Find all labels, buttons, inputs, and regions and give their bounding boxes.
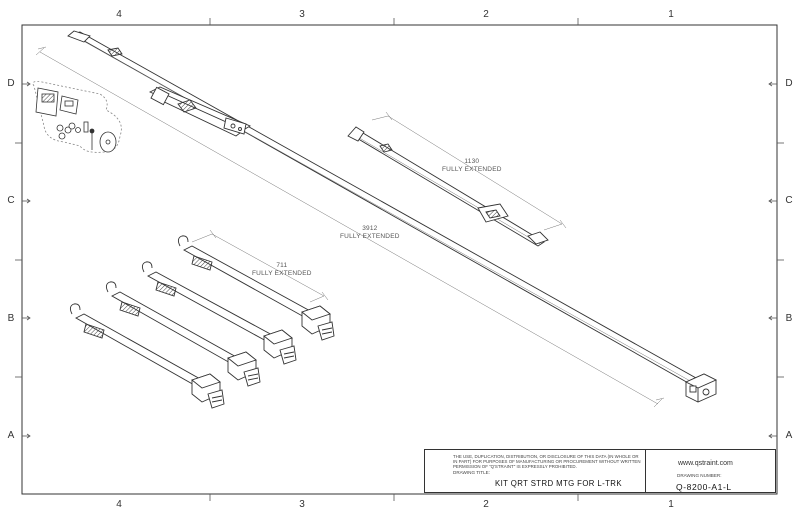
main-strap-dimension — [35, 46, 665, 408]
sheet-border — [21, 24, 778, 495]
zone-row-left-c: C — [7, 195, 15, 206]
zone-row-right-d: D — [785, 78, 793, 89]
ratchet-strap-4 — [69, 303, 225, 409]
ratchet-strap-2 — [141, 261, 297, 365]
drawing-number: Q-8200-A1-L — [676, 482, 732, 492]
drawing-title: KIT QRT STRD MTG FOR L-TRK — [495, 479, 622, 488]
medium-strap-dimension — [371, 111, 567, 231]
zone-row-right-c: C — [785, 195, 793, 206]
zone-col-bottom-2: 2 — [483, 499, 489, 510]
zone-col-bottom-3: 3 — [299, 499, 305, 510]
title-block: THE USE, DUPLICATION, DISTRIBUTION, OR D… — [424, 449, 776, 493]
zone-row-right-a: A — [785, 430, 793, 441]
zone-col-top-4: 4 — [116, 9, 122, 20]
ratchet-strap-1 — [177, 235, 335, 341]
zone-ticks — [15, 18, 784, 501]
main-strap — [67, 30, 718, 403]
zone-col-bottom-4: 4 — [116, 499, 122, 510]
ratchet-strap-dimension-label: 711 FULLY EXTENDED — [252, 262, 312, 277]
company-website: www.qstraint.com — [678, 460, 733, 467]
ratchet-strap-dimension — [191, 229, 329, 303]
ratchet-strap-3 — [105, 281, 261, 387]
medium-strap — [347, 126, 549, 247]
zone-col-top-3: 3 — [299, 9, 305, 20]
zone-row-left-b: B — [7, 313, 15, 324]
zone-row-right-b: B — [785, 313, 793, 324]
zone-col-top-1: 1 — [668, 9, 674, 20]
disclaimer-text: THE USE, DUPLICATION, DISTRIBUTION, OR D… — [453, 454, 641, 469]
drawing-title-label: DRAWING TITLE: — [453, 470, 491, 475]
zone-row-left-a: A — [7, 430, 15, 441]
zone-col-top-2: 2 — [483, 9, 489, 20]
medium-strap-dimension-label: 1130 FULLY EXTENDED — [442, 158, 502, 173]
accessory-kit — [32, 81, 122, 153]
drawing-number-label: DRAWING NUMBER: — [677, 473, 722, 478]
zone-col-bottom-1: 1 — [668, 499, 674, 510]
zone-row-left-d: D — [7, 78, 15, 89]
title-block-divider — [645, 450, 646, 492]
main-strap-dimension-label: 3912 FULLY EXTENDED — [340, 225, 400, 240]
zone-arrows — [22, 81, 777, 439]
